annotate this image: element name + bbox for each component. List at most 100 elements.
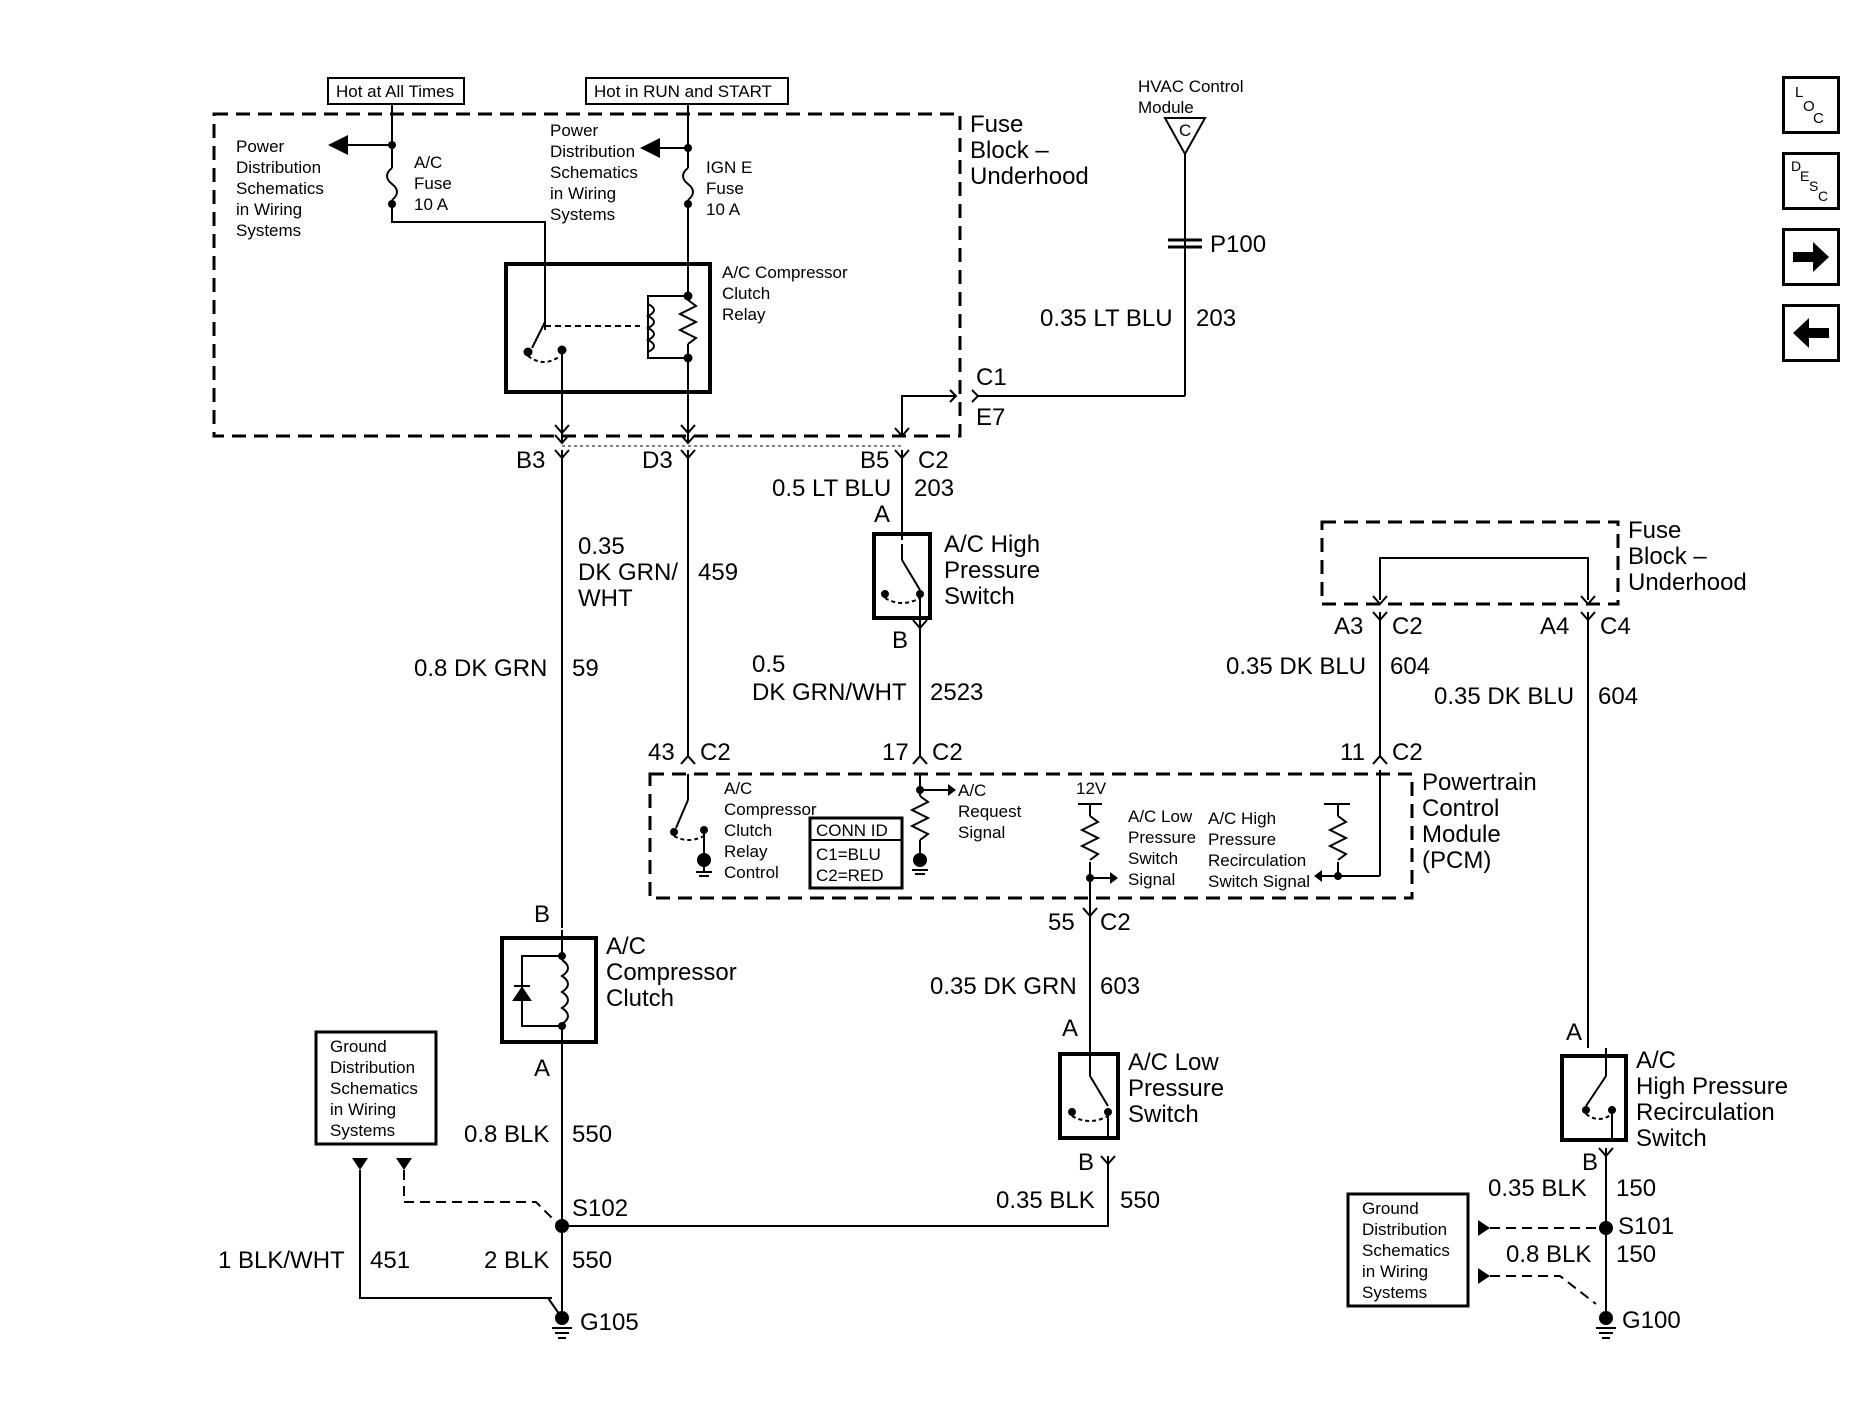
svg-text:Clutch: Clutch [722,284,770,303]
svg-text:Control: Control [1422,795,1499,822]
a3-c2-label: C2 [1392,613,1423,640]
s102-label: S102 [572,1195,628,1222]
p100-connector: P100 [1168,231,1266,258]
ac-compressor-clutch [500,936,598,1044]
arrow-right-icon [1793,242,1829,272]
a4-label: A4 [1540,613,1569,640]
pds-right-label: Power Distribution Schematics in Wiring … [550,121,638,224]
svg-text:Pressure: Pressure [1208,830,1276,849]
svg-text:Schematics: Schematics [550,163,638,182]
ac-fuse-icon [386,167,398,201]
b5-label: B5 [860,447,889,474]
wire-550b-num: 550 [1120,1187,1160,1214]
svg-text:10 A: 10 A [414,195,449,214]
g100-ground-icon [1596,1311,1616,1339]
svg-text:C1=BLU: C1=BLU [816,845,881,864]
pcm-pin-43-c2: C2 [700,739,731,766]
svg-text:Module: Module [1422,821,1501,848]
lp-signal-label: A/C Low Pressure Switch Signal [1128,807,1196,889]
svg-text:Compressor: Compressor [724,800,817,819]
wire-550b-size: 0.35 BLK [996,1187,1095,1214]
g100-label: G100 [1622,1307,1681,1334]
svg-text:Block –: Block – [1628,543,1707,570]
conn-id-box: CONN ID C1=BLU C2=RED [808,816,904,890]
hp-recirc-pin-b: B [1582,1149,1598,1176]
svg-text:DK GRN/: DK GRN/ [578,559,678,586]
svg-text:in Wiring: in Wiring [236,200,302,219]
hp-switch-pin-a: A [874,501,890,528]
wire-150b-num: 150 [1616,1241,1656,1268]
pcm-pin-11: 11 [1340,739,1365,766]
pcm-pin-17: 17 [882,739,909,766]
pcm-pin-43: 43 [648,739,675,766]
svg-text:Distribution: Distribution [1362,1220,1447,1239]
wire-150a-size: 0.35 BLK [1488,1175,1587,1202]
svg-text:10 A: 10 A [706,200,741,219]
hp-recirc-pin-a: A [1566,1019,1582,1046]
pcm-pin-55: 55 [1048,909,1075,936]
svg-text:A/C: A/C [1636,1047,1676,1074]
svg-text:Power: Power [236,137,285,156]
svg-text:A/C Compressor: A/C Compressor [722,263,848,282]
clutch-pin-a: A [534,1055,550,1082]
svg-text:Fuse: Fuse [1628,517,1681,544]
svg-text:Underhood: Underhood [970,163,1089,190]
svg-text:Block –: Block – [970,137,1049,164]
prev-button[interactable] [1782,304,1840,362]
svg-text:Ground: Ground [330,1037,387,1056]
loc-button[interactable]: L O C [1782,76,1840,134]
svg-text:Switch: Switch [944,583,1015,610]
wire-203-size: 0.35 LT BLU [1040,305,1173,332]
svg-text:L: L [1795,84,1803,101]
pds-left-label: Power Distribution Schematics in Wiring … [236,137,324,240]
wire-604a-size: 0.35 DK BLU [1226,653,1366,680]
wire-550c-size: 2 BLK [484,1247,549,1274]
ign-e-fuse-label: IGN E Fuse 10 A [706,158,752,219]
desc-icon: D E S C [1791,158,1828,204]
svg-text:Underhood: Underhood [1628,569,1747,596]
svg-text:E: E [1800,168,1809,184]
svg-text:S: S [1809,178,1818,194]
loc-icon: L O C [1795,84,1824,127]
svg-text:Module: Module [1138,98,1194,117]
wire-603-num: 603 [1100,973,1140,1000]
wire-451-num: 451 [370,1247,410,1274]
ac-fuse-label: A/C Fuse 10 A [414,153,452,214]
ac-request-label: A/C Request Signal [958,781,1022,842]
lp-switch-pin-a: A [1062,1015,1078,1042]
svg-text:Schematics: Schematics [330,1079,418,1098]
svg-text:Fuse: Fuse [970,111,1023,138]
hvac-control-module: HVAC Control Module C [1138,77,1244,157]
wire-604a-num: 604 [1390,653,1430,680]
svg-text:Pressure: Pressure [1128,828,1196,847]
svg-text:A/C High: A/C High [1208,809,1276,828]
desc-button[interactable]: D E S C [1782,152,1840,210]
next-button[interactable] [1782,228,1840,286]
svg-text:C2=RED: C2=RED [816,866,884,885]
wire-59-num: 59 [572,655,599,682]
svg-text:Powertrain: Powertrain [1422,769,1537,796]
s101-label: S101 [1618,1213,1674,1240]
wire-603-size: 0.35 DK GRN [930,973,1077,1000]
svg-text:in Wiring: in Wiring [1362,1262,1428,1281]
b5-c2-label: C2 [918,447,949,474]
powertrain-control-module [648,772,1414,900]
hp-recirc-signal-label: A/C High Pressure Recirculation Switch S… [1208,809,1310,891]
svg-text:Control: Control [724,863,779,882]
svg-text:Switch Signal: Switch Signal [1208,872,1310,891]
svg-text:WHT: WHT [578,585,633,612]
svg-text:Distribution: Distribution [330,1058,415,1077]
svg-text:0.35: 0.35 [578,533,625,560]
g105-ground-icon [552,1311,572,1339]
svg-text:A/C Low: A/C Low [1128,1049,1219,1076]
svg-text:A/C: A/C [958,781,986,800]
hot-in-run-start-box: Hot in RUN and START [585,77,789,105]
pcm-pin-11-c2: C2 [1392,739,1423,766]
svg-text:Clutch: Clutch [606,985,674,1012]
svg-text:in Wiring: in Wiring [330,1100,396,1119]
pcm-pin-17-c2: C2 [932,739,963,766]
clutch-diode-icon [512,985,532,1001]
fuse-block-top-label: Fuse Block – Underhood [970,111,1089,190]
ground-distribution-left: Ground Distribution Schematics in Wiring… [314,1030,438,1146]
svg-text:DK GRN/WHT: DK GRN/WHT [752,679,907,706]
